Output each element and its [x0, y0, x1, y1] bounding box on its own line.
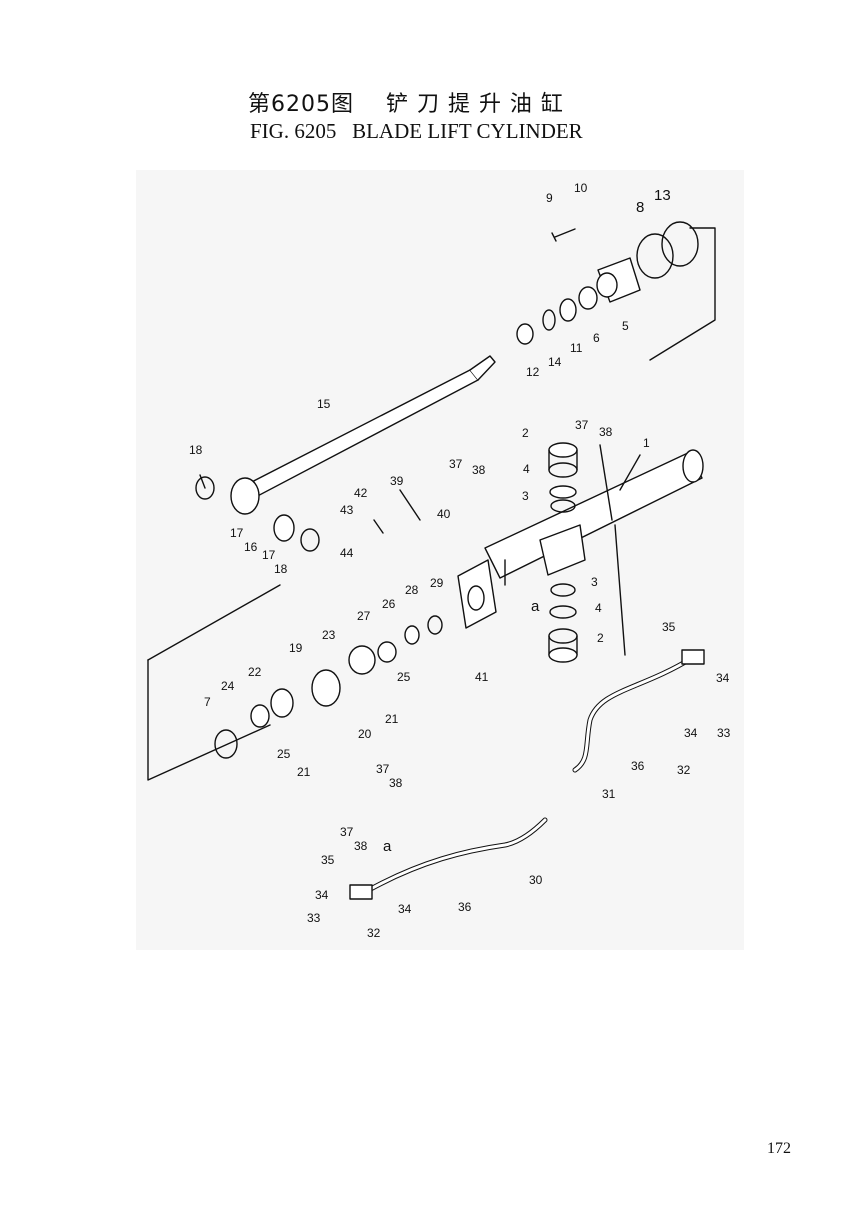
callout-36: 36	[458, 900, 472, 914]
exploded-parts-diagram: 1 2 2 3 3 4 4 5 6 7 8 9 10 11 12 13 14 1…	[136, 170, 744, 950]
callout-33: 33	[717, 726, 731, 740]
callout-20: 20	[358, 727, 372, 741]
callout-25: 25	[277, 747, 291, 761]
callout-38: 38	[354, 839, 368, 853]
callout-4: 4	[595, 601, 602, 615]
figure-title-chinese: 第6205图 铲 刀 提 升 油 缸	[248, 92, 564, 117]
callout-38: 38	[389, 776, 403, 790]
callout-29: 29	[430, 576, 444, 590]
callout-42: 42	[354, 486, 368, 500]
callout-a: a	[383, 838, 392, 855]
callout-19: 19	[289, 641, 303, 655]
callout-2: 2	[597, 631, 604, 645]
callout-35: 35	[662, 620, 676, 634]
callout-10: 10	[574, 181, 588, 195]
callout-21: 21	[385, 712, 399, 726]
callout-39: 39	[390, 474, 404, 488]
callout-34: 34	[398, 902, 412, 916]
callout-21: 21	[297, 765, 311, 779]
callout-26: 26	[382, 597, 396, 611]
callout-25: 25	[397, 670, 411, 684]
callout-41: 41	[475, 670, 489, 684]
callout-34: 34	[684, 726, 698, 740]
cap-flange	[457, 559, 497, 629]
callout-9: 9	[546, 191, 553, 205]
callout-44: 44	[340, 546, 354, 560]
callout-18: 18	[274, 562, 288, 576]
callout-30: 30	[529, 873, 543, 887]
callout-32: 32	[367, 926, 381, 940]
callout-15: 15	[317, 397, 331, 411]
callout-6: 6	[593, 331, 600, 345]
callout-17: 17	[262, 548, 276, 562]
callout-37: 37	[376, 762, 390, 776]
callout-17: 17	[230, 526, 244, 540]
callout-8: 8	[636, 199, 644, 216]
callout-5: 5	[622, 319, 629, 333]
callout-4: 4	[523, 462, 530, 476]
callout-33: 33	[307, 911, 321, 925]
callout-27: 27	[357, 609, 371, 623]
callout-3: 3	[522, 489, 529, 503]
callout-18: 18	[189, 443, 203, 457]
callout-40: 40	[437, 507, 451, 521]
callout-12: 12	[526, 365, 540, 379]
callout-7: 7	[204, 695, 211, 709]
callout-38: 38	[472, 463, 486, 477]
callout-14: 14	[548, 355, 562, 369]
page-number: 172	[767, 1140, 791, 1157]
figure-title-english: FIG. 6205 BLADE LIFT CYLINDER	[250, 119, 583, 143]
callout-38: 38	[599, 425, 613, 439]
callout-16: 16	[244, 540, 258, 554]
callout-32: 32	[677, 763, 691, 777]
callout-37: 37	[449, 457, 463, 471]
callout-11: 11	[570, 341, 583, 355]
callout-36: 36	[631, 759, 645, 773]
callout-a: a	[531, 598, 540, 615]
callout-28: 28	[405, 583, 419, 597]
callout-23: 23	[322, 628, 336, 642]
callout-1: 1	[643, 436, 650, 450]
callout-22: 22	[248, 665, 262, 679]
callout-24: 24	[221, 679, 235, 693]
callout-13: 13	[654, 187, 671, 204]
callout-34: 34	[716, 671, 730, 685]
cylinder-barrel	[484, 451, 703, 579]
callout-43: 43	[340, 503, 354, 517]
callout-3: 3	[591, 575, 598, 589]
callout-34: 34	[315, 888, 329, 902]
callout-35: 35	[321, 853, 335, 867]
callout-37: 37	[575, 418, 589, 432]
callout-37: 37	[340, 825, 354, 839]
callout-2: 2	[522, 426, 529, 440]
callout-31: 31	[602, 787, 616, 801]
